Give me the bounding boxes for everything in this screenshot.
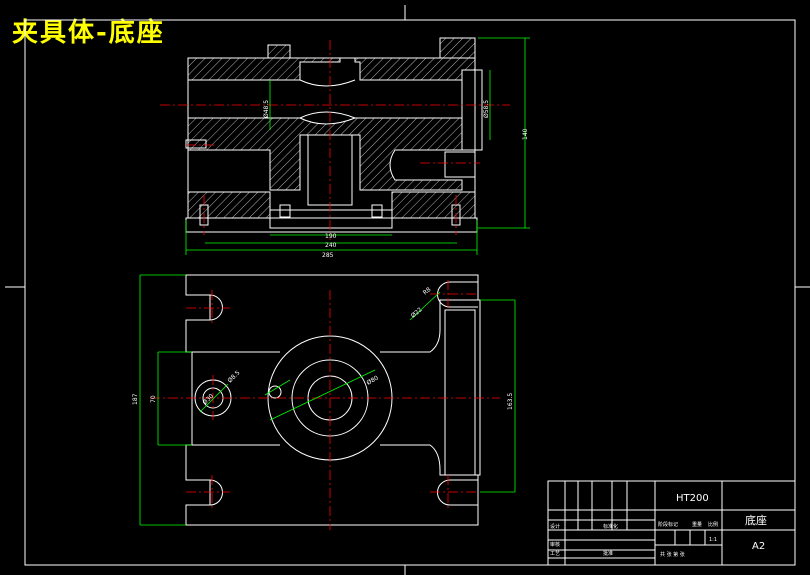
center-post	[307, 134, 353, 206]
title-row-design: 设计	[550, 523, 560, 530]
title-row-process: 工艺	[550, 551, 560, 557]
drawing-frame	[5, 5, 810, 575]
title-row-approve: 批准	[603, 550, 613, 557]
slot-bottom-right	[437, 479, 478, 506]
title-stage-mark: 阶段标记	[658, 521, 678, 528]
drawing-title: 夹具体-底座	[12, 18, 165, 48]
title-sheet-size: A2	[752, 541, 765, 552]
top-left-section	[187, 44, 341, 81]
dim-plan-height-inner: 70	[150, 395, 157, 403]
dim-plan-right-height: 163.5	[507, 393, 514, 410]
body-outline	[192, 299, 480, 476]
title-part-name: 底座	[745, 513, 767, 527]
plan-view: 187 70 163.5 Ø80 Ø30 Ø8.5 Ø22 R8	[132, 274, 516, 530]
small-hole	[268, 385, 282, 399]
base-right-section	[391, 191, 476, 219]
slot-top-right	[437, 281, 478, 308]
dim-hole-big: Ø80	[366, 374, 380, 386]
dim-slot-r: R8	[422, 286, 433, 297]
top-right-section	[354, 37, 476, 81]
dim-front-width-inner: 190	[325, 233, 337, 240]
title-material: HT200	[676, 493, 709, 504]
middle-section	[187, 117, 463, 191]
dim-front-width-total: 285	[322, 252, 334, 259]
dim-bore-right: Ø58.5	[483, 100, 490, 118]
plate-outline	[185, 274, 481, 526]
right-boss	[444, 309, 476, 476]
title-weight: 重量	[692, 521, 702, 528]
dim-bore-left: Ø48.5	[263, 100, 270, 118]
title-row-standard: 标准化	[603, 523, 618, 530]
title-sheets: 共 张 第 张	[660, 551, 685, 558]
dim-front-height: 140	[522, 128, 529, 140]
slot-bottom-left	[186, 479, 223, 506]
dim-hole-slot: Ø22	[410, 306, 424, 319]
front-section-view: 285 240 190 140 Ø48.5 Ø58.5	[160, 37, 530, 259]
dim-plan-height-total: 187	[132, 393, 139, 405]
title-block: HT200 底座 A2 1:1 设计 审核 工艺 批准 标准化 阶段标记 重量 …	[547, 480, 796, 566]
slot-top-left	[186, 294, 223, 321]
title-ratio: 比例	[708, 521, 718, 528]
title-row-check: 审核	[550, 541, 560, 548]
title-scale: 1:1	[709, 537, 717, 543]
dim-hole-small: Ø8.5	[226, 369, 241, 384]
dim-front-width-mid: 240	[325, 242, 337, 249]
